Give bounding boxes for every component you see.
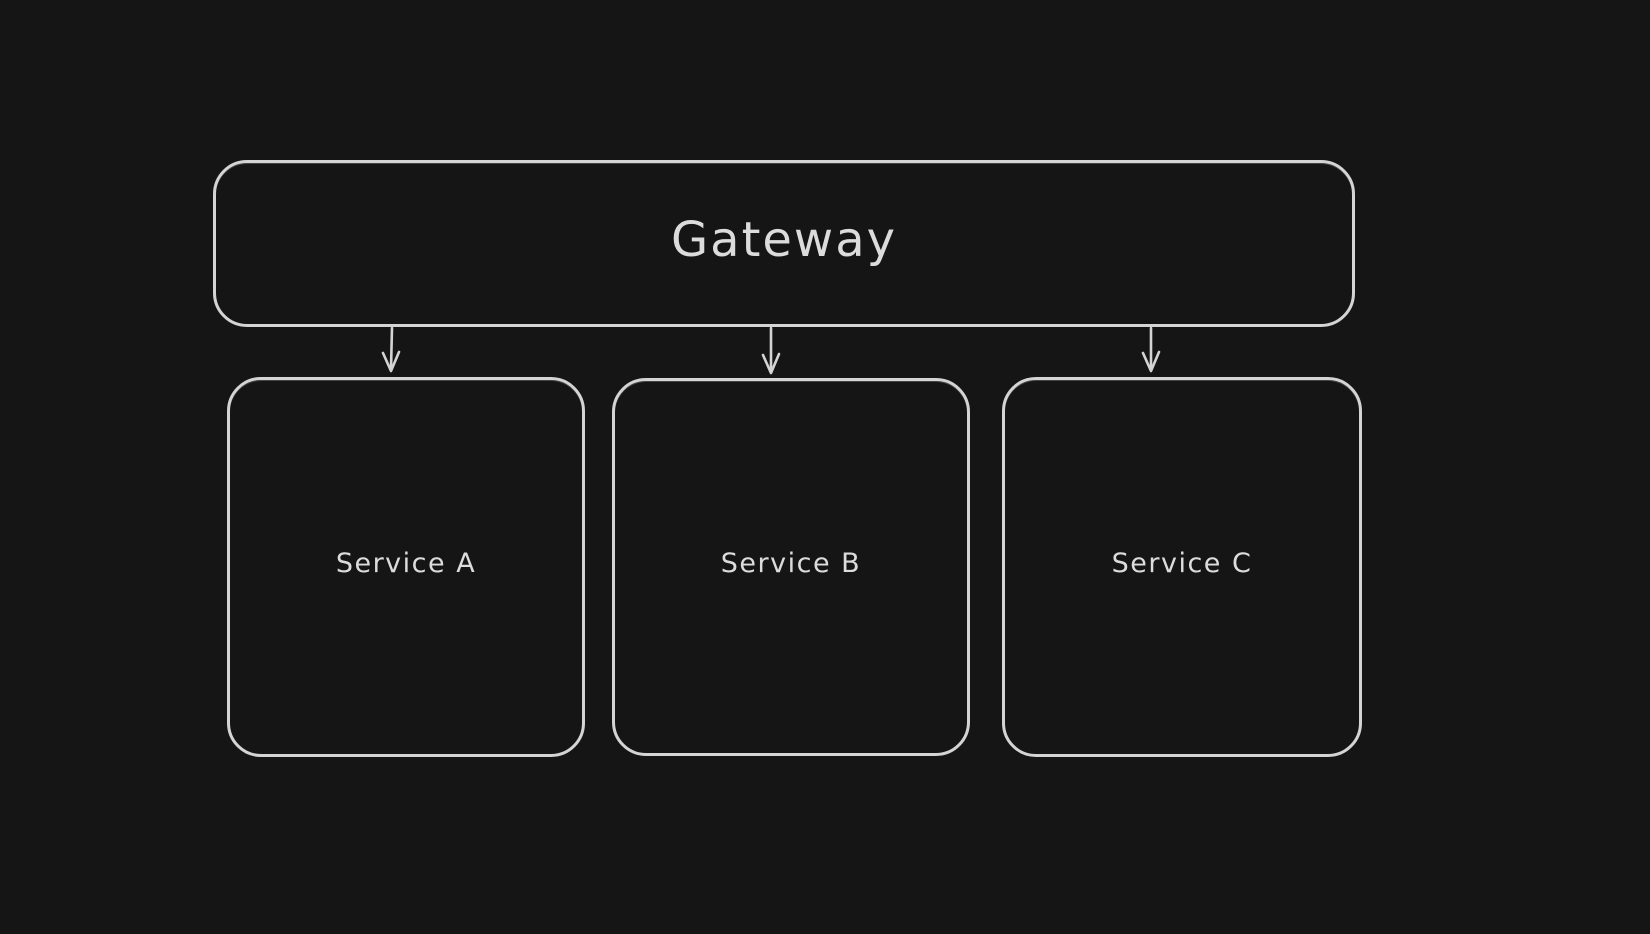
node-service-a-label: Service A [335,547,477,579]
arrow-gateway-to-service-b [761,326,781,375]
arrow-gateway-to-service-a [381,326,401,373]
node-gateway[interactable]: Gateway [213,160,1355,327]
node-gateway-label: Gateway [670,211,898,268]
node-service-b-label: Service B [720,547,862,579]
node-service-a[interactable]: Service A [227,377,585,757]
arrow-gateway-to-service-c [1141,326,1161,373]
node-service-c[interactable]: Service C [1002,377,1362,757]
node-service-c-label: Service C [1111,547,1253,579]
node-service-b[interactable]: Service B [612,378,970,756]
